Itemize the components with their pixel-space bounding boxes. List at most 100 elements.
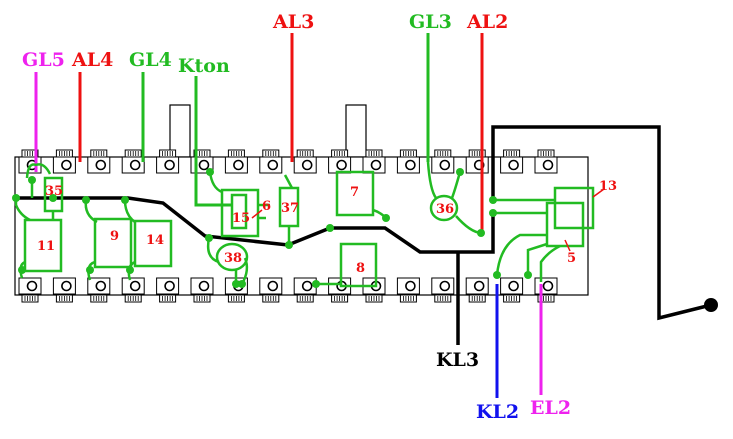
screw-terminal <box>18 149 42 174</box>
junction-dot <box>524 271 532 279</box>
junction-dot <box>49 194 57 202</box>
junction-dot <box>82 196 90 204</box>
junction-dot <box>126 266 134 274</box>
component-15-number: 15 <box>232 211 250 226</box>
label-kton: Kton <box>178 55 230 77</box>
black-external-wire <box>491 125 712 321</box>
component-14-number: 14 <box>146 233 164 248</box>
junction-dot <box>493 271 501 279</box>
screw-terminal <box>396 149 420 174</box>
component-38-number: 38 <box>224 251 242 266</box>
screw-terminal <box>87 149 111 174</box>
component-36-number: 36 <box>436 202 454 217</box>
junction-dot <box>238 280 246 288</box>
green-wire-6-link <box>258 203 270 220</box>
screw-terminal <box>465 277 489 303</box>
screw-terminal <box>328 149 352 174</box>
green-wire-11-left <box>14 198 31 222</box>
label-kl3: KL3 <box>436 349 479 371</box>
screw-terminal <box>18 277 42 303</box>
screw-terminal <box>465 149 489 174</box>
screw-terminal <box>156 149 180 174</box>
component-13-number: 13 <box>599 179 617 194</box>
component-numbers: 35 11 9 14 15 6 37 38 7 8 36 13 5 <box>37 179 617 276</box>
screw-terminal <box>362 277 386 303</box>
component-7-number: 7 <box>350 185 359 200</box>
junction-dot <box>326 224 334 232</box>
junction-dot <box>28 176 36 184</box>
component-6-pointer <box>251 209 263 219</box>
component-15-inner-outline <box>230 193 248 230</box>
label-al4: AL4 <box>71 49 113 71</box>
label-al2: AL2 <box>466 11 508 33</box>
component-8-number: 8 <box>356 261 365 276</box>
screw-terminal <box>293 277 317 303</box>
terminal-blocks <box>18 149 558 303</box>
junction-dot <box>232 280 240 288</box>
screw-terminal <box>156 277 180 303</box>
component-11-number: 11 <box>37 239 55 254</box>
screw-terminal <box>534 149 558 174</box>
black-wire-end <box>704 298 718 312</box>
junction-dot <box>205 234 213 242</box>
junction-dot <box>382 214 390 222</box>
label-gl3: GL3 <box>409 11 452 33</box>
component-9-number: 9 <box>110 229 119 244</box>
junction-dot <box>206 168 214 176</box>
junction-dot <box>86 266 94 274</box>
screw-terminal <box>259 149 283 174</box>
component-35-number: 35 <box>45 184 63 199</box>
component-7-outline <box>335 170 375 217</box>
screw-terminal <box>52 149 76 174</box>
component-5-number: 5 <box>567 251 576 266</box>
component-11-outline <box>23 218 63 273</box>
green-wiring <box>14 161 561 286</box>
junction-dot <box>312 280 320 288</box>
screw-terminal <box>500 277 524 303</box>
component-36-outline <box>429 194 459 222</box>
screw-terminal <box>121 149 145 174</box>
screw-terminal <box>121 277 145 303</box>
green-wire-37-top <box>283 174 294 189</box>
component-9-outline <box>93 217 133 269</box>
screw-terminal <box>534 277 558 303</box>
screw-terminal <box>431 277 455 303</box>
junction-dot <box>456 168 464 176</box>
screw-terminal <box>87 277 111 303</box>
terminal-board <box>14 156 589 296</box>
component-5-pointer <box>564 239 571 252</box>
relay-body-left <box>169 104 191 158</box>
screw-terminal <box>328 277 352 303</box>
screw-terminal <box>431 149 455 174</box>
label-gl5: GL5 <box>22 49 65 71</box>
junction-dot <box>121 196 129 204</box>
junction-dots <box>12 168 532 288</box>
component-38-outline <box>215 242 249 272</box>
component-14-outline <box>133 219 173 268</box>
component-13-outline <box>553 186 595 230</box>
screw-terminal <box>259 277 283 303</box>
screw-terminal <box>500 149 524 174</box>
green-wire-kl2 <box>495 233 547 276</box>
component-37-number: 37 <box>281 201 299 216</box>
component-5-outline <box>545 201 585 248</box>
junction-dot <box>12 194 20 202</box>
junction-dot <box>18 266 26 274</box>
green-wire-36-gl3 <box>426 161 438 199</box>
green-wire-el2 <box>539 244 561 282</box>
screw-terminal <box>52 277 76 303</box>
green-wire-gl5-loop <box>25 163 52 179</box>
label-gl4: GL4 <box>129 49 172 71</box>
component-8-outline <box>339 242 378 288</box>
component-6-number: 6 <box>262 199 271 214</box>
screw-terminal <box>293 149 317 174</box>
component-13-pointer <box>592 188 605 198</box>
screw-terminal <box>224 149 248 174</box>
screw-terminal <box>396 277 420 303</box>
relay-body-right <box>345 104 367 158</box>
label-al3: AL3 <box>272 11 314 33</box>
junction-dot <box>285 241 293 249</box>
screw-terminal <box>190 277 214 303</box>
